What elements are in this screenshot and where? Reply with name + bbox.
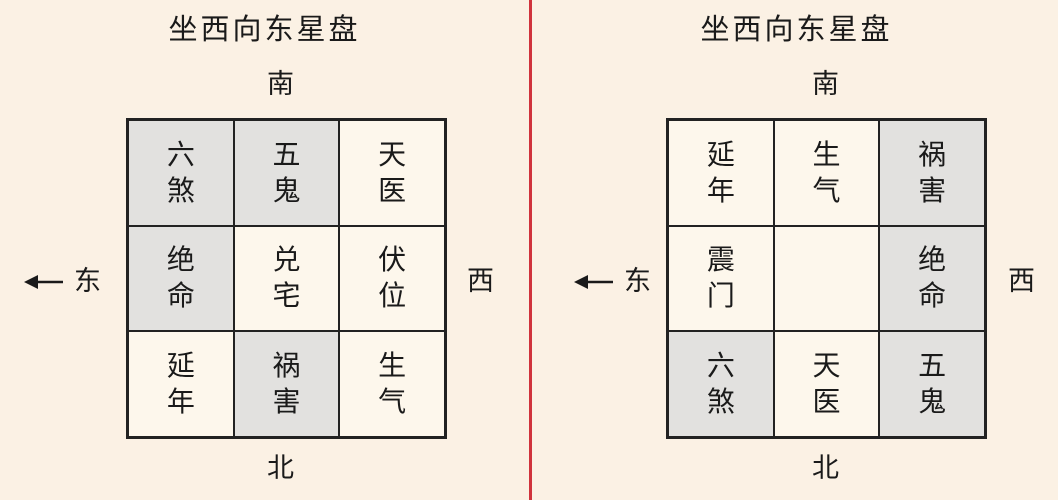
grid-cell: 延年 [668,120,774,226]
grid-cell: 祸害 [233,331,340,437]
grid-cell: 延年 [128,331,234,437]
grid-cell-center [773,225,880,332]
grid-cell: 天医 [339,120,445,226]
grid-cell: 六煞 [668,331,774,437]
grid-cell: 震门 [668,225,774,332]
left-star-chart-panel: 坐西向东星盘 南 东 西 北 六煞 五鬼 天医 绝命 兑宅 伏位 延年 祸害 生… [24,12,494,484]
grid-cell: 伏位 [339,225,445,332]
grid-cell: 生气 [773,120,880,226]
chart-title: 坐西向东星盘 [700,12,893,46]
east-label: 东 [74,266,101,297]
east-direction: 东 [24,268,101,295]
east-direction: 东 [574,268,651,295]
grid-cell: 天医 [773,331,880,437]
west-label: 西 [1008,266,1035,297]
right-star-chart-panel: 坐西向东星盘 南 东 西 北 延年 生气 祸害 震门 绝命 六煞 天医 五鬼 [532,0,1058,500]
chart-title: 坐西向东星盘 [168,12,361,46]
grid-cell: 生气 [339,331,445,437]
south-label: 南 [812,69,839,100]
grid-cell: 祸害 [879,120,985,226]
arrow-left-icon [24,274,63,289]
arrow-left-icon [574,274,613,289]
west-label: 西 [467,266,494,297]
grid-cell: 五鬼 [879,331,985,437]
grid-cell-center: 兑宅 [233,225,340,332]
grid-cell: 五鬼 [233,120,340,226]
grid-cell: 六煞 [128,120,234,226]
east-label: 东 [624,266,651,297]
north-label: 北 [267,453,294,484]
grid-cell: 绝命 [128,225,234,332]
star-grid: 延年 生气 祸害 震门 绝命 六煞 天医 五鬼 [666,118,987,439]
star-grid: 六煞 五鬼 天医 绝命 兑宅 伏位 延年 祸害 生气 [126,118,447,439]
grid-cell: 绝命 [879,225,985,332]
north-label: 北 [812,453,839,484]
south-label: 南 [267,69,294,100]
panel-divider [529,0,532,500]
